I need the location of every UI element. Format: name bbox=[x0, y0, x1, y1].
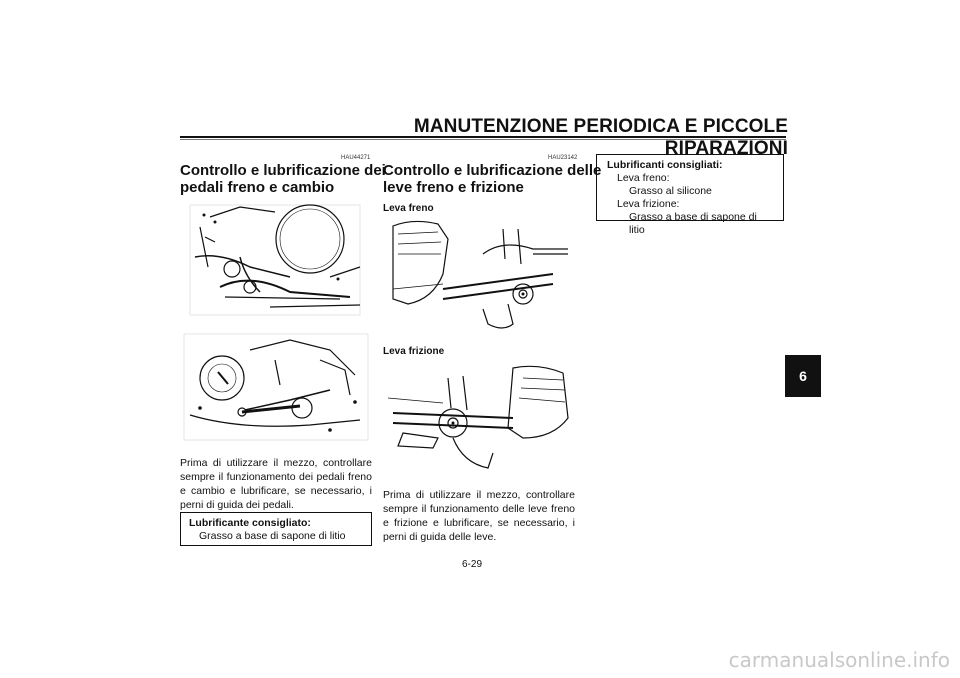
right-item1-label: Leva freno: bbox=[617, 172, 670, 184]
header-rule bbox=[180, 136, 786, 138]
right-note-box: Lubrificanti consigliati: Leva freno: Gr… bbox=[596, 154, 784, 236]
right-item2-label: Leva frizione: bbox=[617, 198, 680, 210]
left-section-title: Controllo e lubrificazione dei pedali fr… bbox=[180, 162, 386, 196]
middle-title-line1: Controllo e lubrificazione delle bbox=[383, 162, 602, 179]
watermark-text: carmanualsonline.info bbox=[728, 648, 950, 672]
pedal-shift-illustration bbox=[180, 330, 372, 445]
left-note-box: Lubrificante consigliato: Grasso a base … bbox=[180, 512, 372, 546]
left-note-value: Grasso a base di sapone di litio bbox=[199, 530, 346, 542]
left-title-line1: Controllo e lubrificazione dei bbox=[180, 162, 386, 179]
clutch-lever-illustration bbox=[383, 358, 575, 478]
brake-lever-illustration bbox=[383, 214, 575, 336]
middle-paragraph: Prima di utilizzare il mezzo, controllar… bbox=[383, 489, 575, 543]
right-item1-value: Grasso al silicone bbox=[629, 185, 712, 197]
right-item2-value: Grasso a base di sapone di litio bbox=[629, 211, 757, 236]
page-title: MANUTENZIONE PERIODICA E PICCOLE RIPARAZ… bbox=[413, 116, 788, 159]
chapter-tab: 6 bbox=[785, 355, 821, 397]
left-paragraph: Prima di utilizzare il mezzo, controllar… bbox=[180, 457, 372, 511]
right-note-title: Lubrificanti consigliati: bbox=[607, 159, 723, 171]
page-number: 6-29 bbox=[462, 559, 483, 570]
brake-lever-subtitle: Leva freno bbox=[383, 203, 434, 214]
pedal-brake-illustration bbox=[180, 197, 372, 322]
clutch-lever-subtitle: Leva frizione bbox=[383, 346, 445, 357]
header-rule-thin bbox=[180, 139, 786, 140]
middle-section-title: Controllo e lubrificazione delle leve fr… bbox=[383, 162, 601, 196]
left-title-line2: pedali freno e cambio bbox=[180, 179, 335, 196]
left-section-code: HAU44271 bbox=[341, 155, 371, 161]
middle-section-code: HAU23142 bbox=[548, 155, 578, 161]
left-note-title: Lubrificante consigliato: bbox=[189, 517, 311, 529]
middle-title-line2: leve freno e frizione bbox=[383, 179, 524, 196]
